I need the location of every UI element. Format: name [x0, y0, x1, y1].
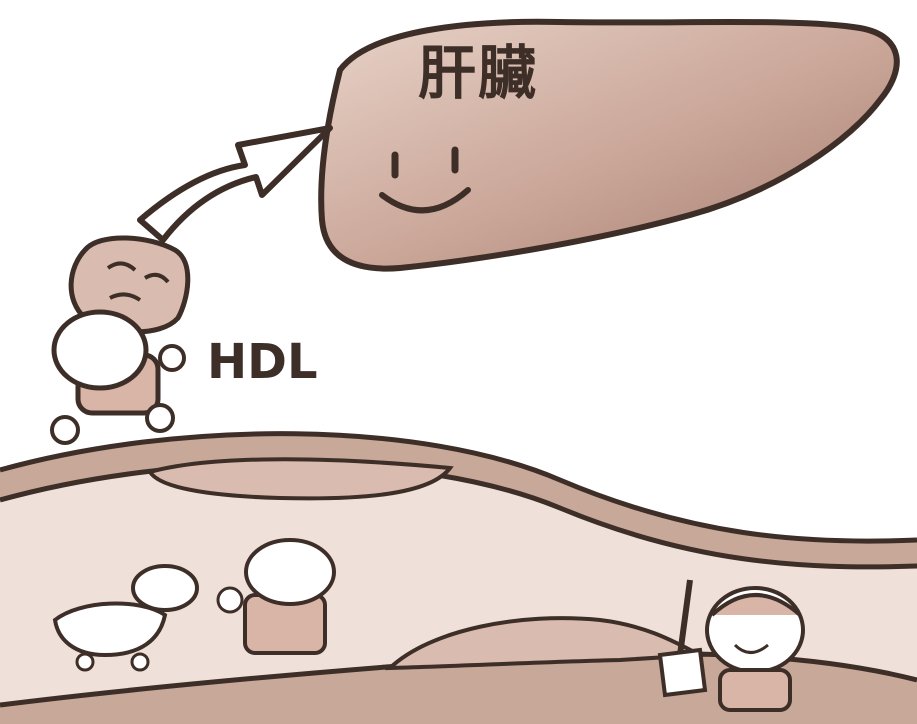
hdl-label: HDL [207, 334, 318, 390]
liver-label: 肝臟 [418, 26, 538, 110]
hdl-character [52, 238, 188, 443]
arrow-icon [140, 128, 330, 240]
liver-organ [321, 22, 897, 269]
plaque-top [150, 459, 450, 498]
